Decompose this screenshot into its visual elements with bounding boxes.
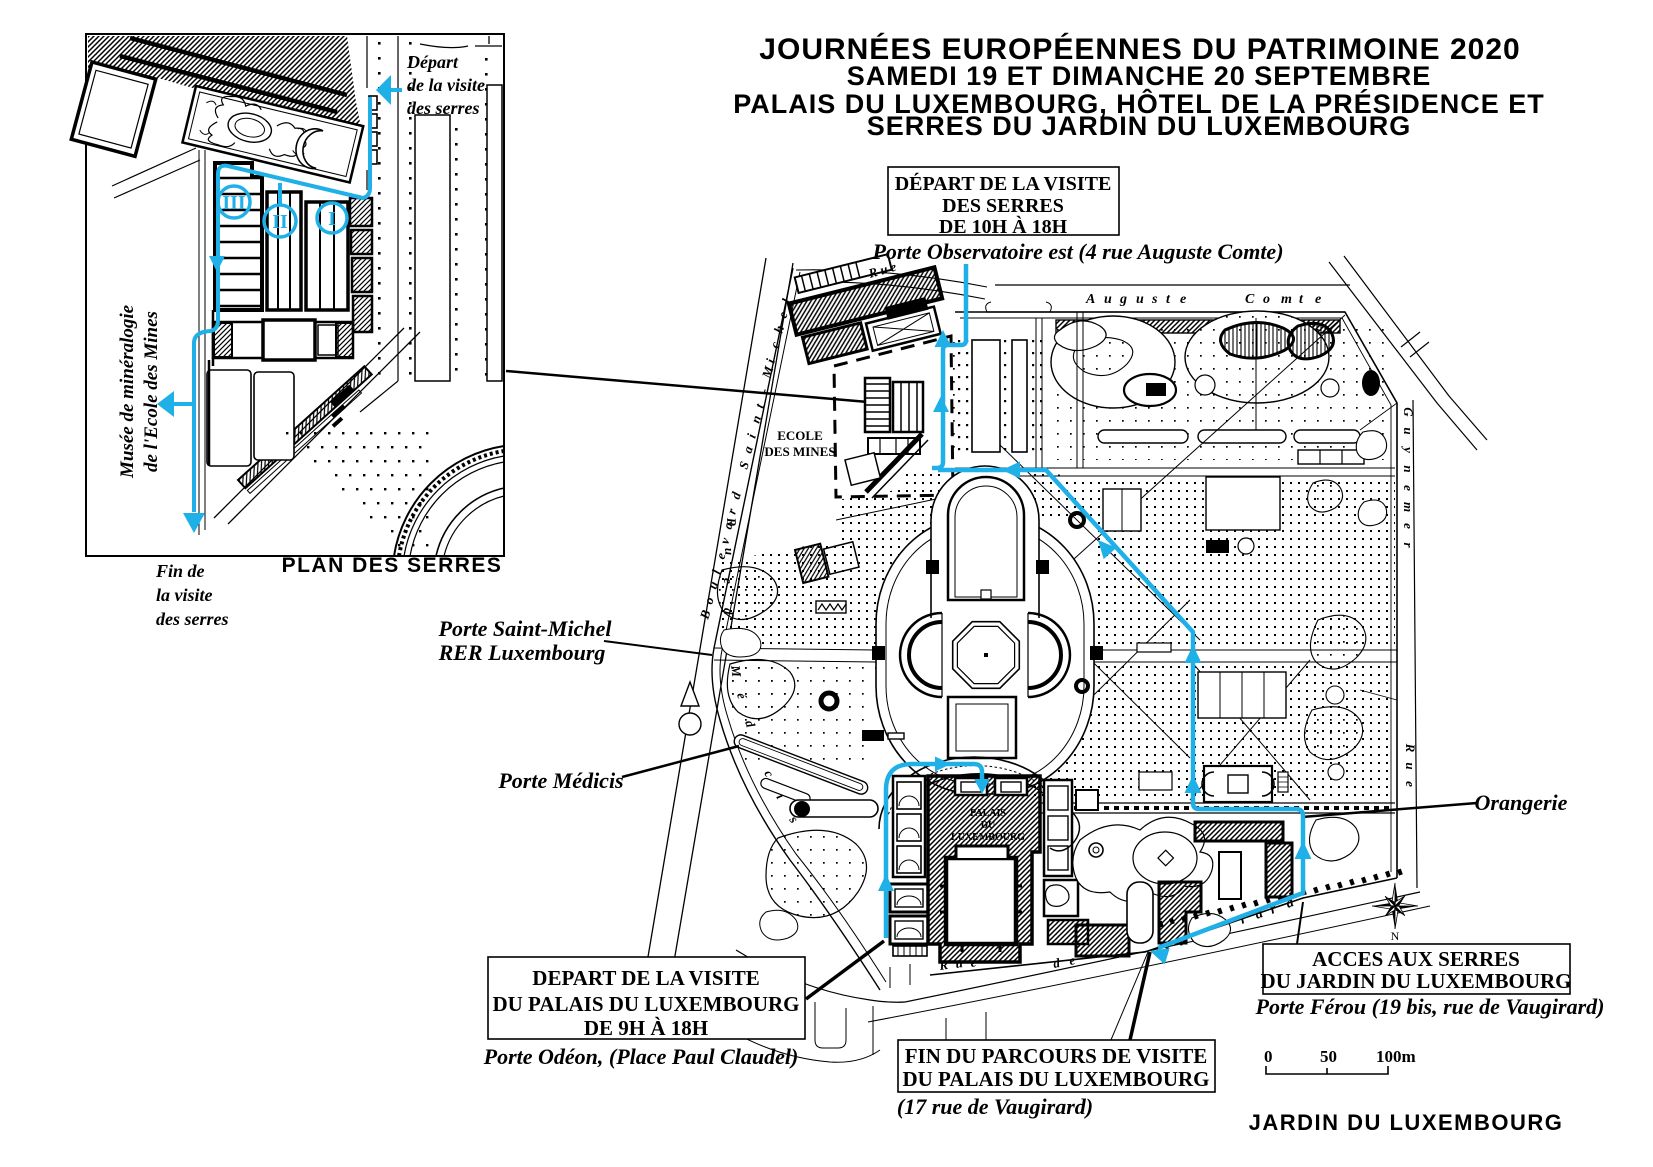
svg-text:50: 50	[1320, 1047, 1337, 1066]
svg-text:r: r	[1401, 542, 1416, 548]
svg-text:-: -	[756, 386, 772, 395]
svg-text:DU JARDIN DU LUXEMBOURG: DU JARDIN DU LUXEMBOURG	[1261, 969, 1572, 993]
svg-text:I: I	[328, 208, 336, 230]
svg-text:des serres: des serres	[407, 98, 480, 118]
svg-text:SERRES DU JARDIN DU LUXEMBOURG: SERRES DU JARDIN DU LUXEMBOURG	[867, 111, 1412, 141]
svg-text:e: e	[1401, 523, 1416, 529]
svg-text:e: e	[1403, 781, 1418, 787]
svg-text:a: a	[720, 520, 736, 531]
svg-text:DES SERRES: DES SERRES	[942, 195, 1064, 217]
svg-text:c: c	[767, 340, 783, 350]
svg-text:RER Luxembourg: RER Luxembourg	[438, 640, 606, 665]
svg-text:a: a	[740, 444, 756, 455]
svg-text:Porte Observatoire est (4 rue: Porte Observatoire est (4 rue Auguste Co…	[871, 239, 1283, 264]
svg-text:PALAIS: PALAIS	[970, 808, 1006, 819]
svg-text:Porte Médicis: Porte Médicis	[497, 768, 623, 793]
svg-text:u: u	[705, 579, 722, 591]
svg-text:u: u	[1104, 292, 1112, 307]
svg-text:JOURNÉES EUROPÉENNES DU PATRIM: JOURNÉES EUROPÉENNES DU PATRIMOINE 2020	[759, 32, 1520, 66]
svg-text:t: t	[1166, 292, 1171, 307]
svg-text:III: III	[222, 192, 246, 214]
svg-text:d: d	[728, 490, 744, 501]
svg-text:PALAIS DU LUXEMBOURG, HÔTEL DE: PALAIS DU LUXEMBOURG, HÔTEL DE LA PRÉSID…	[733, 88, 1545, 119]
svg-text:LUXEMBOURG: LUXEMBOURG	[951, 832, 1025, 843]
svg-text:n: n	[1401, 465, 1416, 472]
svg-text:Porte Férou (19 bis, rue de Va: Porte Férou (19 bis, rue de Vaugirard)	[1255, 994, 1605, 1019]
svg-text:100m: 100m	[1376, 1047, 1416, 1066]
svg-text:t: t	[1299, 292, 1304, 307]
svg-text:i: i	[744, 431, 760, 439]
svg-text:DE 10H À 18H: DE 10H À 18H	[939, 215, 1068, 238]
svg-text:o: o	[1263, 292, 1270, 307]
svg-text:r: r	[1268, 902, 1279, 918]
svg-text:t: t	[752, 401, 768, 409]
svg-text:e: e	[1401, 485, 1416, 491]
svg-text:Musée de minéralogie: Musée de minéralogie	[117, 304, 138, 479]
svg-text:N: N	[1391, 929, 1400, 943]
svg-text:v: v	[717, 536, 733, 546]
svg-text:JARDIN DU LUXEMBOURG: JARDIN DU LUXEMBOURG	[1249, 1110, 1564, 1135]
svg-text:R: R	[937, 957, 949, 973]
svg-text:e: e	[1180, 292, 1186, 307]
svg-text:m: m	[1281, 292, 1292, 307]
svg-text:g: g	[1119, 292, 1127, 307]
svg-text:R: R	[1403, 743, 1418, 753]
svg-text:de l'Ecole des Mines: de l'Ecole des Mines	[141, 311, 162, 472]
svg-text:SAMEDI 19 ET DIMANCHE 20 SEPTE: SAMEDI 19 ET DIMANCHE 20 SEPTEMBRE	[847, 61, 1432, 91]
svg-text:DU PALAIS DU LUXEMBOURG: DU PALAIS DU LUXEMBOURG	[492, 992, 799, 1016]
svg-text:r: r	[724, 506, 740, 516]
svg-text:la visite: la visite	[156, 585, 213, 605]
svg-text:u: u	[722, 548, 737, 556]
svg-text:i: i	[773, 790, 788, 802]
svg-text:s: s	[1151, 292, 1158, 307]
svg-text:Porte Saint-Michel: Porte Saint-Michel	[438, 616, 613, 641]
svg-text:a: a	[1253, 906, 1265, 923]
svg-text:R: R	[724, 516, 740, 527]
svg-text:DÉPART DE LA VISITE: DÉPART DE LA VISITE	[895, 172, 1112, 195]
svg-text:DU PALAIS DU LUXEMBOURG: DU PALAIS DU LUXEMBOURG	[902, 1067, 1209, 1091]
svg-text:DEPART DE LA VISITE: DEPART DE LA VISITE	[532, 966, 759, 990]
svg-text:des serres: des serres	[156, 609, 229, 629]
svg-text:ECOLE: ECOLE	[777, 428, 823, 443]
svg-text:y: y	[1401, 445, 1416, 453]
svg-text:e: e	[713, 551, 729, 561]
svg-text:(17 rue de Vaugirard): (17 rue de Vaugirard)	[897, 1094, 1093, 1119]
svg-text:0: 0	[1264, 1047, 1273, 1066]
svg-text:e: e	[1315, 292, 1321, 307]
svg-text:S: S	[736, 459, 753, 471]
svg-text:DES MINES: DES MINES	[764, 444, 835, 459]
svg-text:A: A	[1085, 292, 1095, 307]
svg-text:Porte Odéon, (Place Paul Claud: Porte Odéon, (Place Paul Claudel)	[483, 1044, 799, 1069]
svg-text:u: u	[1136, 292, 1144, 307]
svg-text:ACCES AUX SERRES: ACCES AUX SERRES	[1312, 947, 1520, 971]
svg-text:DU: DU	[981, 820, 995, 831]
svg-text:FIN DU PARCOURS DE VISITE: FIN DU PARCOURS DE VISITE	[905, 1044, 1208, 1068]
svg-text:G: G	[1401, 407, 1416, 417]
svg-text:u: u	[1403, 762, 1418, 769]
svg-text:i: i	[763, 356, 779, 364]
svg-text:Départ: Départ	[406, 52, 459, 72]
svg-text:de la visite: de la visite	[407, 75, 485, 95]
svg-text:m: m	[1401, 502, 1416, 512]
svg-text:C: C	[1245, 292, 1255, 307]
svg-text:n: n	[748, 413, 765, 425]
svg-text:Fin de: Fin de	[155, 561, 205, 581]
svg-text:Orangerie: Orangerie	[1475, 790, 1568, 815]
svg-text:DE 9H À 18H: DE 9H À 18H	[584, 1016, 708, 1040]
svg-text:r: r	[1238, 912, 1249, 928]
svg-text:h: h	[771, 323, 788, 335]
svg-text:d: d	[1052, 955, 1061, 971]
svg-text:l: l	[709, 567, 725, 575]
svg-text:PLAN DES SERRES: PLAN DES SERRES	[282, 554, 503, 577]
svg-text:II: II	[272, 211, 288, 233]
svg-text:u: u	[1401, 427, 1416, 434]
